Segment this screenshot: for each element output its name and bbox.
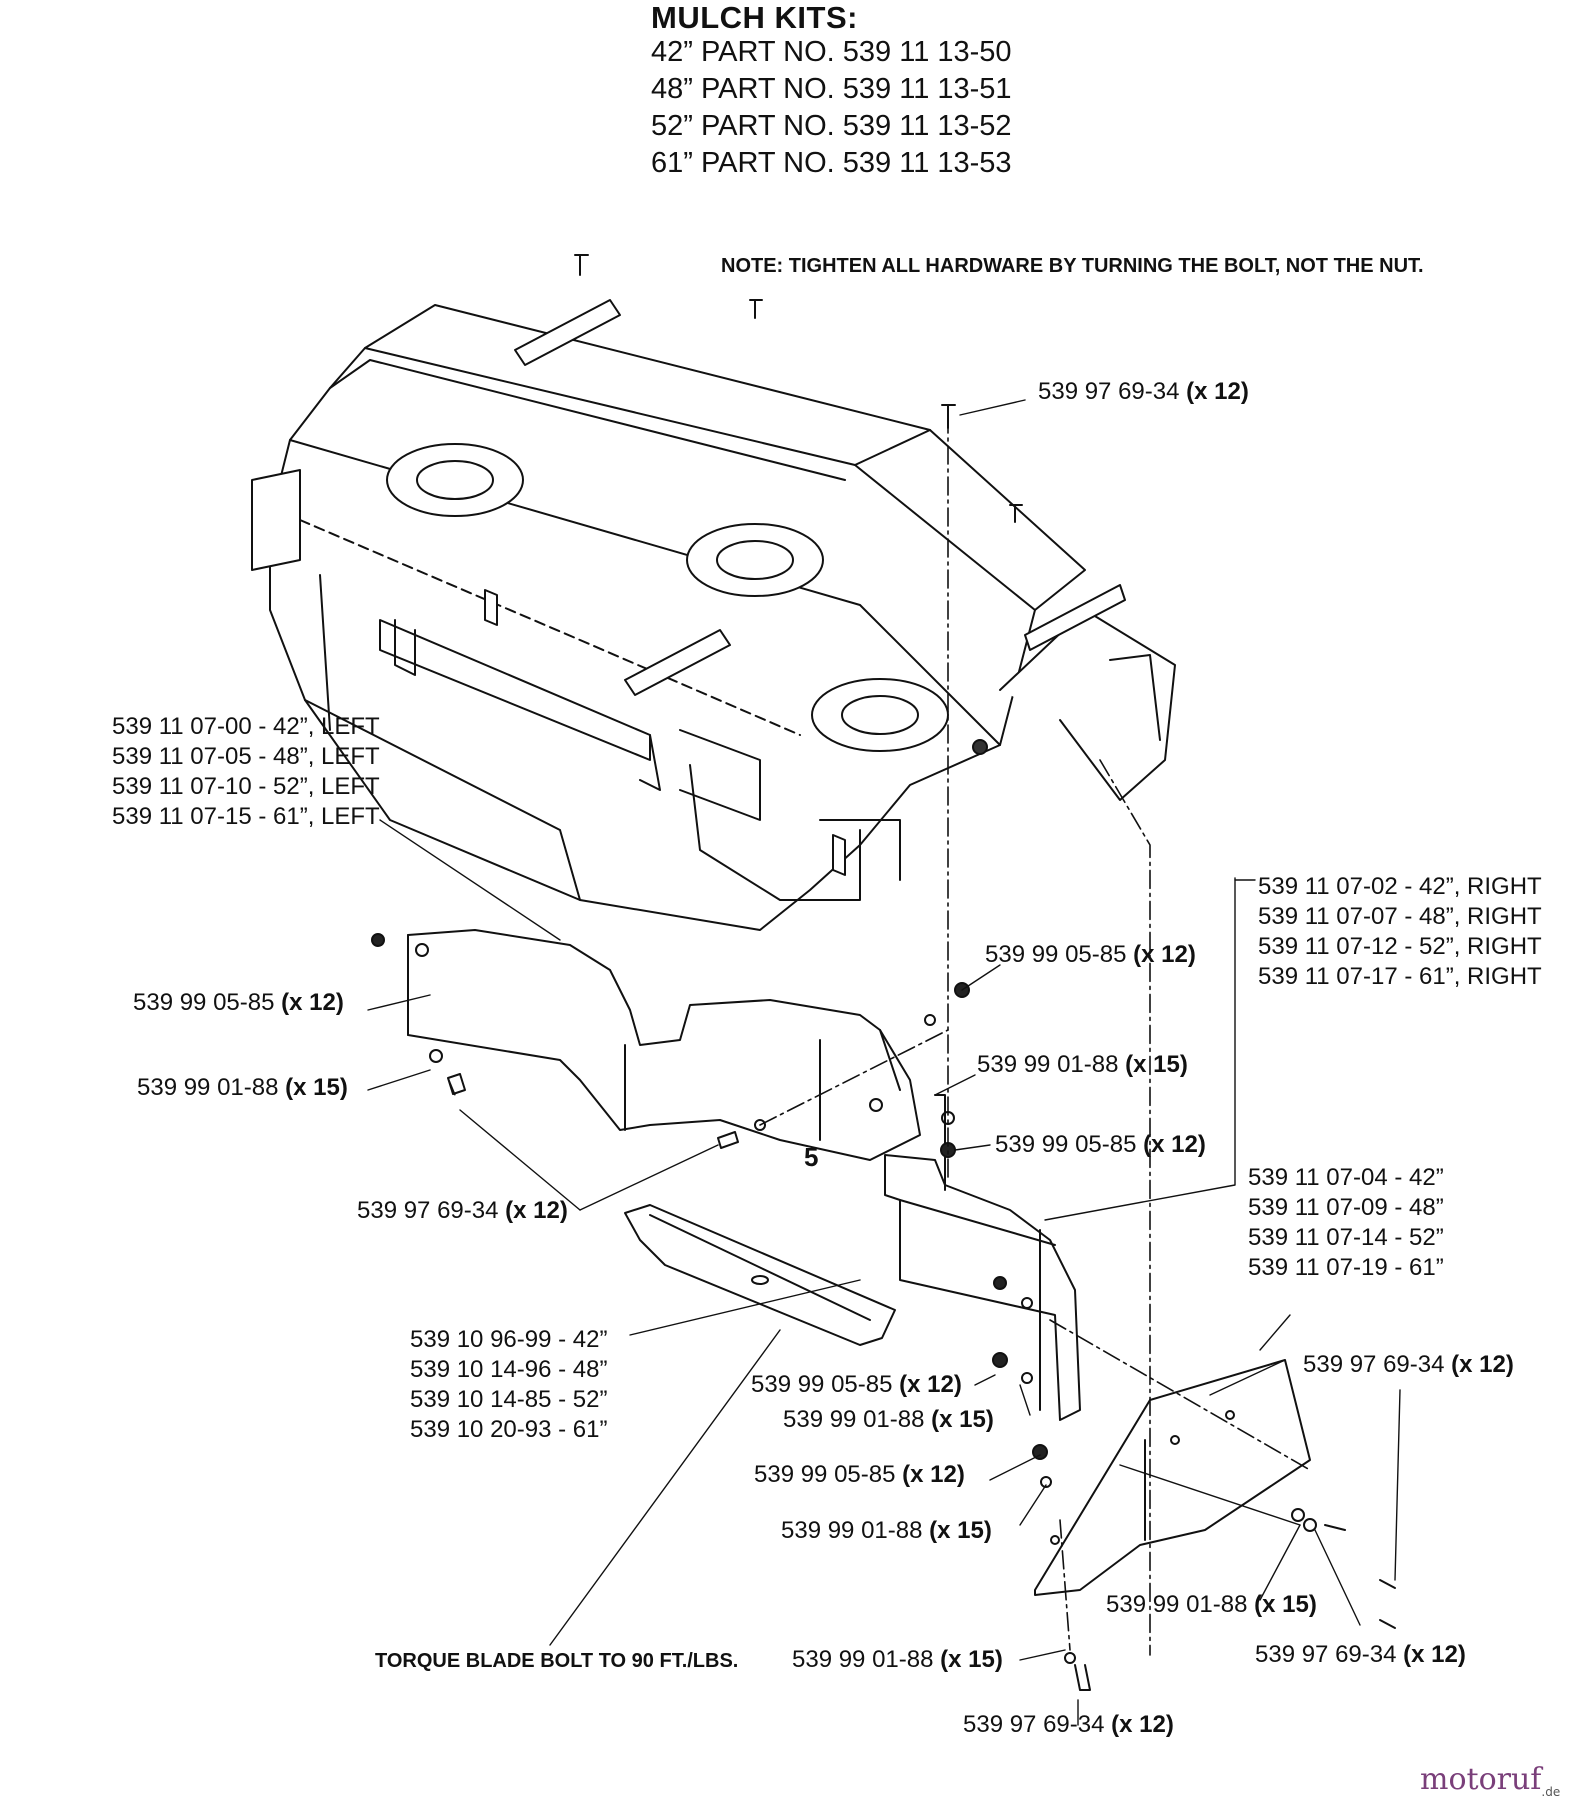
part-number: 539 11 07-12 - 52”, RIGHT: [1258, 933, 1542, 960]
leader-lines: [368, 400, 1400, 1725]
callout-bolt: 539 97 69-34 (x 12): [1303, 1351, 1514, 1378]
callout-bolt: 539 97 69-34 (x 12): [963, 1711, 1174, 1738]
assembly-lines: [448, 415, 1310, 1655]
part-number: 539 10 20-93 - 61”: [410, 1416, 608, 1443]
hardware: [430, 983, 1395, 1690]
part-number: 539 11 07-17 - 61”, RIGHT: [1258, 963, 1542, 990]
kit-part-number-48: 48” PART NO. 539 11 13-51: [651, 73, 1012, 105]
callout-nut: 539 99 05-85 (x 12): [133, 989, 344, 1016]
part-number: 539 11 07-07 - 48”, RIGHT: [1258, 903, 1542, 930]
callout-washer: 539 99 01-88 (x 15): [1106, 1591, 1317, 1618]
callout-washer: 539 99 01-88 (x 15): [137, 1074, 348, 1101]
kit-part-number-42: 42” PART NO. 539 11 13-50: [651, 36, 1012, 68]
callout-bolt: 539 97 69-34 (x 12): [1038, 378, 1249, 405]
callout-nut: 539 99 05-85 (x 12): [754, 1461, 965, 1488]
kit-part-number-52: 52” PART NO. 539 11 13-52: [651, 110, 1012, 142]
part-number: 539 11 07-15 - 61”, LEFT: [112, 803, 380, 830]
callout-washer: 539 99 01-88 (x 15): [781, 1517, 992, 1544]
callout-bolt: 539 97 69-34 (x 12): [357, 1197, 568, 1224]
side-plate-part-list: 539 11 07-04 - 42” 539 11 07-09 - 48” 53…: [1248, 1163, 1444, 1283]
part-number: 539 10 14-85 - 52”: [410, 1386, 608, 1413]
part-number: 539 11 07-02 - 42”, RIGHT: [1258, 873, 1542, 900]
part-number: 539 10 14-96 - 48”: [410, 1356, 608, 1383]
callout-bolt: 539 97 69-34 (x 12): [1255, 1641, 1466, 1668]
mulching-blade: [625, 1205, 895, 1345]
part-number: 539 11 07-09 - 48”: [1248, 1194, 1444, 1221]
right-baffle-part-list: 539 11 07-02 - 42”, RIGHT 539 11 07-07 -…: [1258, 872, 1542, 992]
mulch-kits-title: MULCH KITS:: [651, 0, 858, 35]
torque-note: TORQUE BLADE BOLT TO 90 FT./LBS.: [375, 1650, 739, 1672]
part-number: 539 11 07-05 - 48”, LEFT: [112, 743, 380, 770]
part-number: 539 10 96-99 - 42”: [410, 1326, 608, 1353]
callout-washer: 539 99 01-88 (x 15): [783, 1406, 994, 1433]
right-mulch-baffle: [885, 1095, 1080, 1420]
left-mulch-baffle: [372, 930, 920, 1160]
side-plate: [1035, 1360, 1310, 1595]
kit-part-number-61: 61” PART NO. 539 11 13-53: [651, 147, 1012, 179]
callout-washer: 539 99 01-88 (x 15): [977, 1051, 1188, 1078]
blade-part-list: 539 10 96-99 - 42” 539 10 14-96 - 48” 53…: [410, 1325, 607, 1445]
mower-deck: [252, 255, 1175, 930]
part-number: 539 11 07-19 - 61”: [1248, 1254, 1444, 1281]
callout-nut: 539 99 05-85 (x 12): [751, 1371, 962, 1398]
reference-number: 5: [804, 1142, 819, 1172]
part-number: 539 11 07-10 - 52”, LEFT: [112, 773, 380, 800]
part-number: 539 11 07-00 - 42”, LEFT: [112, 713, 380, 740]
callout-nut: 539 99 05-85 (x 12): [985, 941, 1196, 968]
part-number: 539 11 07-04 - 42”: [1248, 1164, 1444, 1191]
motoruf-logo: motoruf.de: [1420, 1762, 1561, 1799]
part-number: 539 11 07-14 - 52”: [1248, 1224, 1444, 1251]
callout-washer: 539 99 01-88 (x 15): [792, 1646, 1003, 1673]
callout-nut: 539 99 05-85 (x 12): [995, 1131, 1206, 1158]
hardware-note: NOTE: TIGHTEN ALL HARDWARE BY TURNING TH…: [721, 255, 1424, 277]
left-baffle-part-list: 539 11 07-00 - 42”, LEFT 539 11 07-05 - …: [112, 712, 380, 832]
